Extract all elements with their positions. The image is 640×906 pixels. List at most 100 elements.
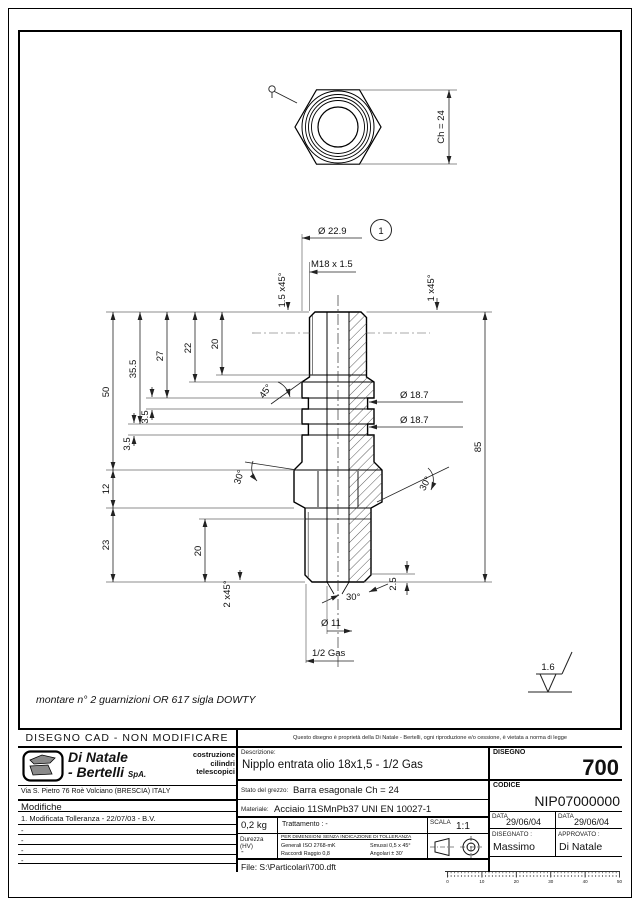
svg-text:30°: 30° <box>232 469 247 486</box>
projection-symbol-cell <box>428 834 488 858</box>
dim-dia229: Ø 22.9 <box>301 226 362 311</box>
outer-border <box>8 8 632 898</box>
svg-text:35.5: 35.5 <box>128 360 139 379</box>
scala-label: SCALA <box>430 819 451 826</box>
svg-text:2.5: 2.5 <box>388 577 399 590</box>
svg-text:Ch = 24: Ch = 24 <box>436 110 447 144</box>
disegno-number: 700 <box>582 755 619 780</box>
tolleranza-r2: Angolari ± 30' <box>370 851 403 857</box>
dim-25: 2.5 <box>371 561 415 595</box>
dim-cham1: 1 x45° <box>426 274 440 310</box>
dim-27: 27 <box>155 312 170 398</box>
svg-text:23: 23 <box>101 540 112 551</box>
codice-label: CODICE <box>493 782 521 789</box>
durezza-cell: Durezza (HV) - <box>238 834 278 858</box>
first-angle-projection-icon <box>430 836 482 858</box>
trattamento-cell: Trattamento : - <box>278 818 428 833</box>
dim-12: 12 <box>101 470 116 508</box>
codes-column: DISEGNO 700 CODICE NIP07000000 DATA 29/0… <box>488 748 622 872</box>
svg-text:Ø 18.7: Ø 18.7 <box>400 415 429 426</box>
materiale-cell: Materiale: Acciaio 11SMnPb37 UNI EN 1002… <box>238 800 488 818</box>
dim-ang30l: 30° <box>232 460 298 486</box>
dim-20b: 20 <box>193 519 208 582</box>
svg-text:12: 12 <box>101 484 112 495</box>
tolleranza-r1: Smussi 0,5 x 45° <box>370 843 411 849</box>
dim-ang30r: 30° <box>376 466 450 503</box>
grezzo-label: Stato del grezzo: <box>241 787 289 794</box>
date-row: DATA 29/06/04 DATA 29/06/04 <box>490 812 622 829</box>
file-path-cell: File: S:\Particolari\700.dft <box>241 862 336 872</box>
svg-text:Ø 11: Ø 11 <box>321 618 341 629</box>
descrizione-value: Nipplo entrata olio 18x1,5 - 1/2 Gas <box>242 759 423 771</box>
company-spa: SpA. <box>127 770 147 779</box>
durezza-label: Durezza (HV) <box>240 836 264 850</box>
company-column: Di Natale - Bertelli SpA. costruzione ci… <box>18 748 238 872</box>
materiale-label: Materiale: <box>241 806 269 813</box>
names-row: DISEGNATO : Massimo APPROVATO : Di Natal… <box>490 829 622 857</box>
svg-text:Ø 18.7: Ø 18.7 <box>400 390 429 401</box>
grezzo-cell: Stato del grezzo: Barra esagonale Ch = 2… <box>238 781 488 800</box>
modifiche-row: - <box>18 854 236 864</box>
dim-22: 22 <box>183 312 198 382</box>
description-column: Descrizione: Nipplo entrata olio 18x1,5 … <box>238 748 488 872</box>
company-address: Via S. Pietro 76 Roè Volciano (BRESCIA) … <box>18 785 236 799</box>
tagline-3: telescopici <box>196 767 235 776</box>
svg-text:2 x45°: 2 x45° <box>222 580 233 607</box>
disegnato-label: DISEGNATO : <box>492 831 533 838</box>
company-name-line1: Di Natale <box>68 749 128 765</box>
svg-text:30°: 30° <box>418 475 435 493</box>
dim-355: 35.5 <box>128 312 143 424</box>
disegnato-cell: DISEGNATO : Massimo <box>490 829 556 856</box>
scala-cell: SCALA 1:1 <box>428 818 488 833</box>
company-name-line2: - Bertelli SpA. <box>68 765 146 782</box>
dim-dia187a: Ø 18.7 <box>369 390 463 405</box>
tolleranza-cell: PER DIMENSIONI SENZA INDICAZIONE DI TOLL… <box>278 834 428 858</box>
svg-text:1.5 x45°: 1.5 x45° <box>277 272 288 307</box>
disegnato-value: Massimo <box>493 841 536 853</box>
balloon-1: 1 <box>370 219 392 241</box>
peso-trattamento-row: 0,2 kg Trattamento : - SCALA 1:1 <box>238 818 488 834</box>
svg-text:50: 50 <box>101 387 112 398</box>
dim-cham2: 2 x45° <box>222 570 243 608</box>
svg-text:1: 1 <box>378 226 383 237</box>
mounting-note: montare n° 2 guarnizioni OR 617 sigla DO… <box>36 694 257 706</box>
tagline-2: cilindri <box>210 758 235 768</box>
data-cell-1: DATA 29/06/04 <box>490 812 556 828</box>
svg-text:40: 40 <box>583 879 589 884</box>
descrizione-cell: Descrizione: Nipplo entrata olio 18x1,5 … <box>238 748 488 781</box>
svg-text:1/2 Gas: 1/2 Gas <box>312 648 346 659</box>
leader-symbol <box>268 85 298 104</box>
company-tagline: costruzione cilindri telescopici <box>192 750 235 777</box>
top-view-hexagon <box>294 89 382 165</box>
codice-cell: CODICE NIP07000000 <box>490 781 622 812</box>
dim-cham15: 1.5 x45° <box>277 272 291 310</box>
modifiche-row: - <box>18 834 236 844</box>
svg-text:3.5: 3.5 <box>122 437 133 450</box>
dim-35b: 3.5 <box>122 413 137 451</box>
dim-dia11: Ø 11 <box>321 586 352 634</box>
svg-text:20: 20 <box>193 546 204 557</box>
approvato-value: Di Natale <box>559 841 603 853</box>
title-block: DISEGNO CAD - NON MODIFICARE Questo dise… <box>18 728 622 872</box>
tagline-1: costruzione <box>192 750 235 759</box>
peso-cell: 0,2 kg <box>238 818 278 833</box>
company-block: Di Natale - Bertelli SpA. costruzione ci… <box>18 748 236 785</box>
tolleranze-row: Durezza (HV) - PER DIMENSIONI SENZA INDI… <box>238 834 488 860</box>
dim-20a: 20 <box>210 312 225 375</box>
front-view-body <box>252 295 430 668</box>
approvato-label: APPROVATO : <box>558 831 600 838</box>
company-logo <box>22 750 64 782</box>
durezza-value: - <box>241 847 244 856</box>
dim-dia187b: Ø 18.7 <box>369 415 463 430</box>
dim-ch24: Ch = 24 <box>360 89 457 165</box>
disegno-label: DISEGNO <box>493 749 526 756</box>
disegno-cell: DISEGNO 700 <box>490 748 622 781</box>
svg-text:20: 20 <box>210 339 221 350</box>
svg-text:10: 10 <box>479 879 485 884</box>
modifiche-row: - <box>18 844 236 854</box>
grezzo-value: Barra esagonale Ch = 24 <box>293 785 399 796</box>
cad-notice: DISEGNO CAD - NON MODIFICARE <box>18 730 238 748</box>
dimensions: Ø 22.9 1 M18 x 1.5 1.5 x45° 1 x45° <box>101 219 492 664</box>
